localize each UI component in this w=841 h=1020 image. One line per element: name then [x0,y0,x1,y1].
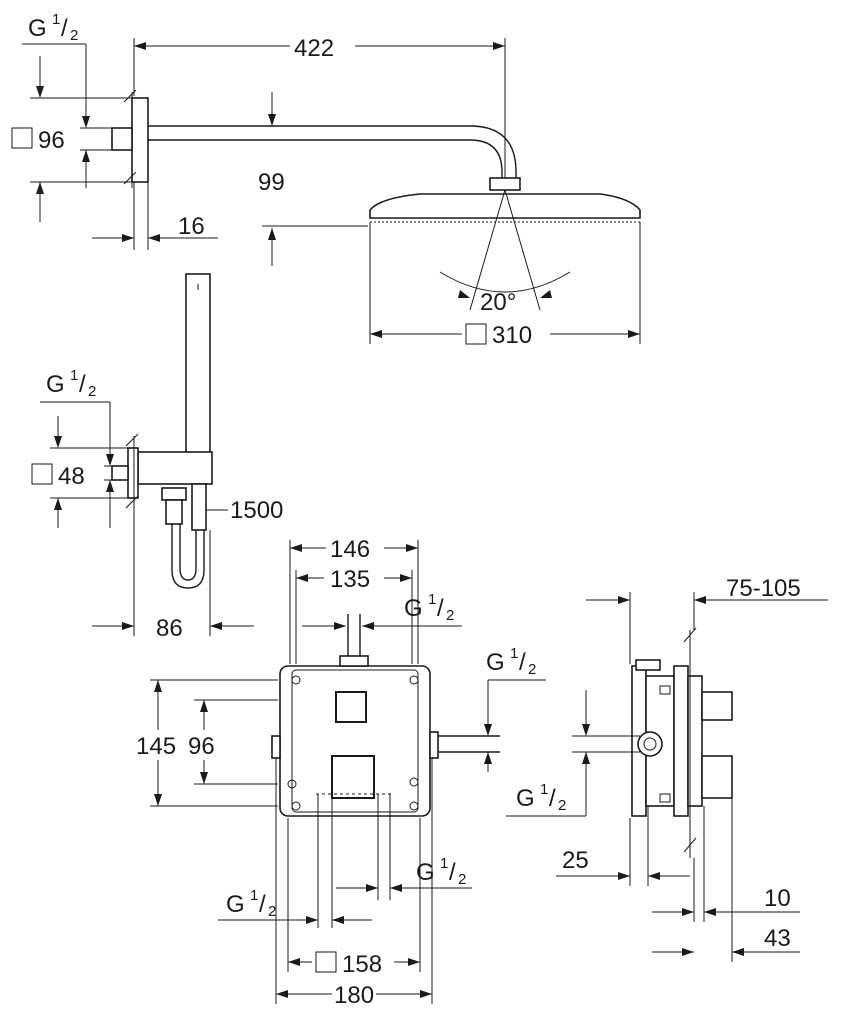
head-shower-view: 422 G 1 / 2 96 99 [11,11,641,349]
svg-text:G: G [516,785,535,812]
svg-text:G: G [28,15,47,42]
dim-158: 158 [342,951,382,978]
thread-label-box-lower-left: G 1 / 2 [226,887,276,920]
square-symbol-96 [11,127,33,149]
dim-422: 422 [294,35,334,62]
svg-text:G: G [226,891,245,918]
svg-text:2: 2 [88,383,96,400]
square-symbol-48 [31,463,53,485]
svg-text:/: / [449,859,456,886]
head-connector [489,177,521,191]
svg-text:1: 1 [70,367,78,384]
hose-nut [161,487,187,501]
square-symbol-310 [465,323,487,345]
svg-text:G: G [46,371,65,398]
dim-180: 180 [334,982,374,1009]
svg-text:1: 1 [428,591,436,608]
svg-text:1: 1 [250,887,258,904]
dim-43: 43 [764,925,791,952]
dim-310: 310 [492,322,532,349]
shower-arm [148,125,517,178]
svg-text:2: 2 [268,903,276,920]
dim-10: 10 [764,885,791,912]
dim-96-flange: 96 [38,127,65,154]
side-cover [687,675,703,807]
svg-text:/: / [437,595,444,622]
install-box-view: 146 135 G 1 / 2 G 1 / 2 [136,536,546,1009]
dim-48: 48 [58,463,85,490]
svg-text:1: 1 [440,855,448,872]
thread-label-hand: G 1 / 2 [46,367,96,400]
dim-1500: 1500 [230,497,283,524]
thread-label-head: G 1 / 2 [28,11,78,44]
dim-86: 86 [156,615,183,642]
head-wall-flange [131,97,149,183]
dim-25: 25 [562,847,589,874]
svg-text:2: 2 [446,607,454,624]
dim-16: 16 [178,213,205,240]
thread-label-box-top: G 1 / 2 [404,591,454,624]
hose [171,524,205,589]
dim-146: 146 [330,536,370,563]
svg-text:/: / [549,785,556,812]
dim-145: 145 [136,733,176,760]
head-wall-nipple [111,127,133,151]
svg-text:G: G [486,649,505,676]
svg-text:/: / [259,891,266,918]
svg-text:2: 2 [70,27,78,44]
dim-20-deg: 20° [480,289,516,316]
dim-75-105: 75-105 [726,575,801,602]
svg-text:1: 1 [540,781,548,798]
svg-text:/: / [79,371,86,398]
thread-label-box-right: G 1 / 2 [486,645,536,678]
valve-square-upper [335,691,367,723]
svg-text:G: G [404,595,423,622]
hand-wall-flange [127,447,139,499]
svg-text:2: 2 [558,797,566,814]
svg-text:/: / [519,649,526,676]
svg-text:2: 2 [458,871,466,888]
top-inlet [339,655,369,667]
dim-99: 99 [258,169,285,196]
thread-label-side: G 1 / 2 [516,781,566,814]
side-connector [637,731,663,757]
hand-shower [185,273,211,455]
svg-text:1: 1 [52,11,60,28]
svg-text:2: 2 [528,661,536,678]
side-view: 75-105 G 1 / 2 25 10 [506,575,828,962]
hand-holder [137,451,213,485]
svg-text:1: 1 [510,645,518,662]
square-symbol-158 [315,951,337,973]
svg-text:G: G [416,859,435,886]
svg-text:/: / [61,15,68,42]
dim-135: 135 [330,566,370,593]
shower-head [369,193,641,219]
dim-96-box: 96 [188,733,215,760]
hand-shower-view: G 1 / 2 48 1500 86 [31,273,283,642]
thread-label-box-lower-right: G 1 / 2 [416,855,466,888]
valve-square-lower [331,755,375,799]
